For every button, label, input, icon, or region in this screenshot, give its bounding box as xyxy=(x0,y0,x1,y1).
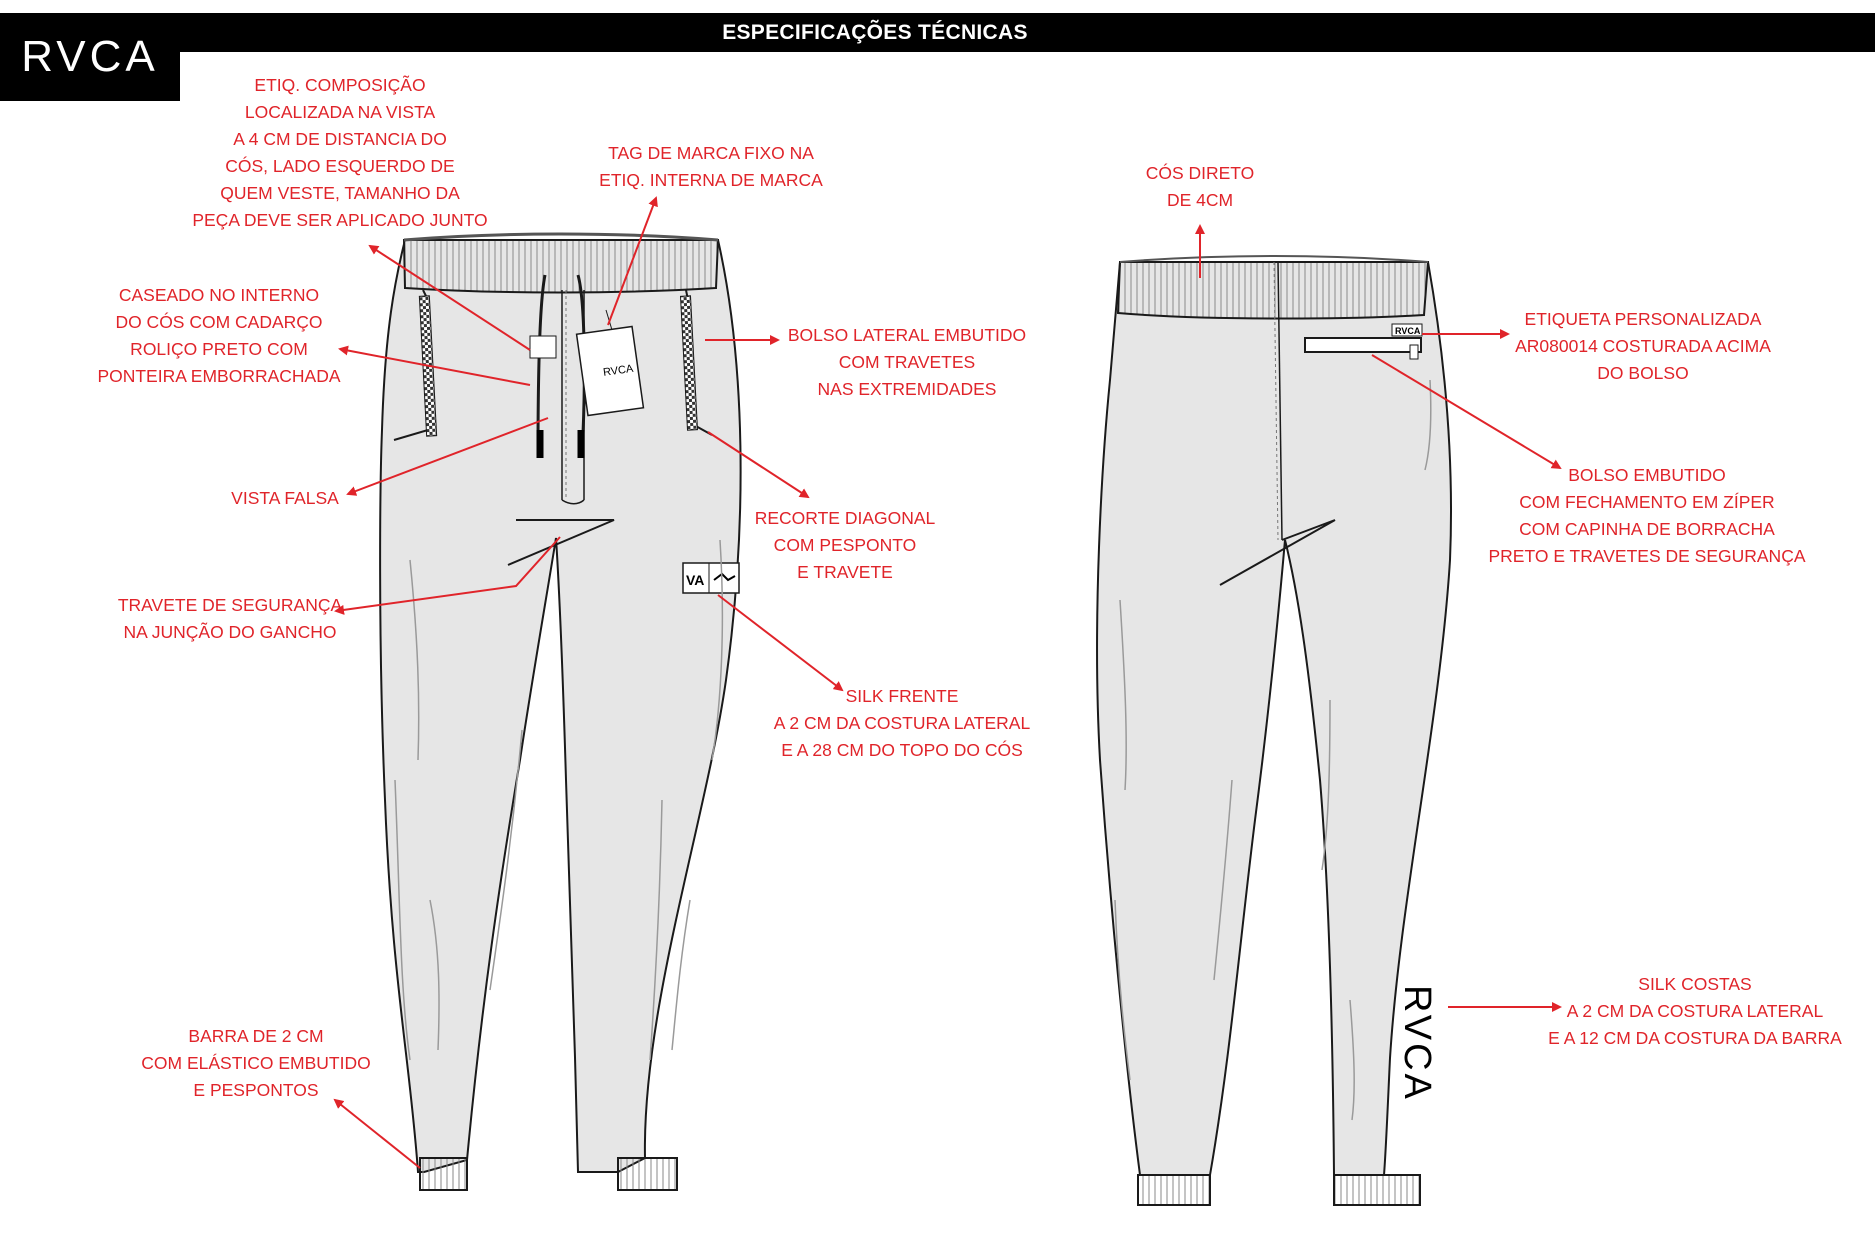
arrow-caseado xyxy=(338,345,531,386)
arrow-tag-marca xyxy=(607,196,658,326)
note-tag-marca: TAG DE MARCA FIXO NA ETIQ. INTERNA DE MA… xyxy=(599,143,823,190)
composition-label xyxy=(529,335,557,359)
arrow-silk-frente xyxy=(717,594,844,692)
note-etiqueta-personalizada: ETIQUETA PERSONALIZADA AR080014 COSTURAD… xyxy=(1515,309,1771,383)
note-cos-direto: CÓS DIRETO DE 4CM xyxy=(1145,163,1255,210)
note-vista-falsa: VISTA FALSA xyxy=(231,488,339,508)
front-print: VA xyxy=(682,562,740,594)
arrow-barra xyxy=(333,1098,421,1169)
back-right-cuff xyxy=(1333,1174,1421,1206)
svg-text:RVCA: RVCA xyxy=(1395,326,1421,336)
front-diagonal-cut xyxy=(507,519,615,566)
brand-logo: RVCA xyxy=(21,32,159,81)
page-title: ESPECIFICAÇÕES TÉCNICAS xyxy=(722,21,1028,44)
arrow-etiq-composicao xyxy=(368,244,531,351)
arrow-travete xyxy=(334,536,561,615)
note-bolso-lateral: BOLSO LATERAL EMBUTIDO COM TRAVETES NAS … xyxy=(787,325,1027,399)
back-waistband xyxy=(1116,261,1430,320)
note-silk-frente: SILK FRENTE A 2 CM DA COSTURA LATERAL E … xyxy=(773,686,1031,760)
back-brand-label: RVCA xyxy=(1391,323,1423,337)
brand-logo-box xyxy=(0,13,180,101)
front-pants-body xyxy=(379,239,742,1173)
arrow-recorte-diagonal xyxy=(707,431,810,499)
note-silk-costas: SILK COSTAS A 2 CM DA COSTURA LATERAL E … xyxy=(1548,974,1842,1048)
front-waistband xyxy=(402,239,720,294)
back-zip-pocket xyxy=(1304,337,1422,353)
note-recorte-diagonal: RECORTE DIAGONAL COM PESPONTO E TRAVETE xyxy=(754,508,936,582)
note-etiq-composicao: ETIQ. COMPOSIÇÃO LOCALIZADA NA VISTA A 4… xyxy=(192,75,488,230)
hang-tag-logo: RVCA xyxy=(602,363,634,379)
back-left-cuff xyxy=(1137,1174,1211,1206)
note-caseado: CASEADO NO INTERNO DO CÓS COM CADARÇO RO… xyxy=(97,285,341,386)
front-right-cuff xyxy=(617,1157,678,1191)
note-bolso-embutido: BOLSO EMBUTIDO COM FECHAMENTO EM ZÍPER C… xyxy=(1488,465,1806,566)
header-bar xyxy=(0,13,1875,52)
arrow-bolso-embutido xyxy=(1371,354,1562,470)
back-print: RVCA xyxy=(1396,985,1438,1102)
front-left-cuff xyxy=(419,1157,468,1191)
back-pants-view: RVCA RVCA xyxy=(1096,255,1452,1206)
arrow-vista-falsa xyxy=(346,417,549,496)
front-pants-view: RVCA VA xyxy=(379,232,742,1191)
note-travete-seguranca: TRAVETE DE SEGURANÇA NA JUNÇÃO DO GANCHO xyxy=(117,595,343,642)
annotation-arrows xyxy=(333,196,1562,1169)
hang-tag: RVCA xyxy=(575,309,645,417)
back-pants-body xyxy=(1096,261,1452,1176)
front-print-text: VA xyxy=(686,572,704,588)
note-barra: BARRA DE 2 CM COM ELÁSTICO EMBUTIDO E PE… xyxy=(141,1026,371,1100)
